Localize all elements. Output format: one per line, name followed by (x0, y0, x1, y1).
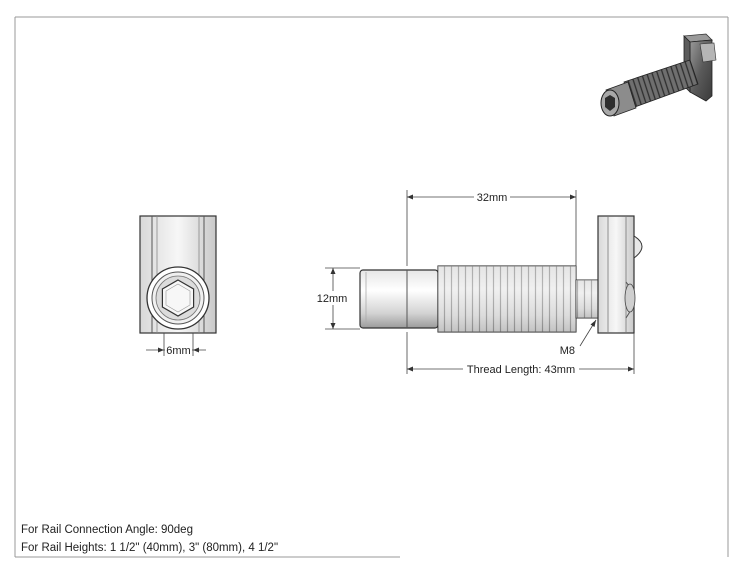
note-rail-heights: For Rail Heights: 1 1/2" (40mm), 3" (80m… (21, 542, 279, 554)
hex-socket-icon (161, 279, 195, 317)
dim-32mm: 32mm (406, 190, 577, 266)
dim-6mm-label: 6mm (166, 345, 190, 357)
drawing-notes: For Rail Connection Angle: 90deg For Rai… (21, 521, 278, 557)
dim-6mm: 6mm (146, 333, 206, 357)
note-rail-angle: For Rail Connection Angle: 90deg (21, 524, 193, 536)
dim-12mm-label: 12mm (317, 293, 348, 305)
sheet-frame (14, 16, 729, 558)
t-nut-block (597, 215, 635, 334)
bolt-shank (359, 269, 439, 329)
dim-thread-length-label: Thread Length: 43mm (467, 364, 575, 376)
dim-m8-label: M8 (560, 345, 575, 357)
dim-12mm: 12mm (314, 267, 360, 330)
dim-thread-length: Thread Length: 43mm (406, 332, 635, 376)
side-view: 32mm 12mm M8 Thread Length: 43mm (314, 190, 643, 376)
isometric-view (600, 33, 717, 117)
m8-callout: M8 (560, 319, 597, 357)
dim-32mm-label: 32mm (477, 192, 508, 204)
end-view: 6mm (139, 215, 217, 357)
iso-hex-socket-icon (605, 95, 615, 111)
